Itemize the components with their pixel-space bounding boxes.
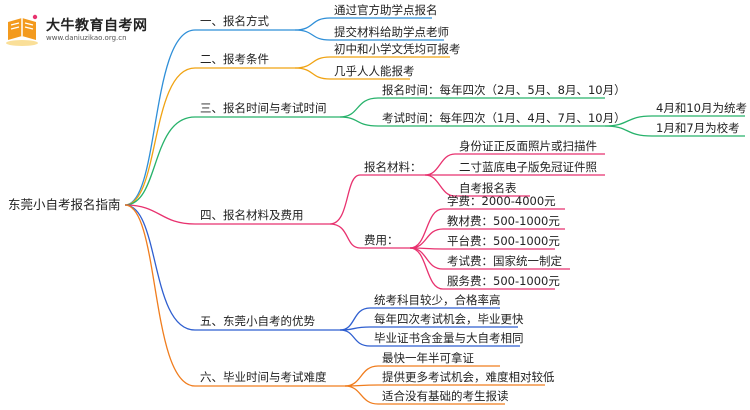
link-b2-c2 — [294, 67, 410, 80]
book-logo-icon — [6, 14, 38, 46]
site-logo[interactable]: 大牛教育自考网 www.daniuzikao.org.cn — [2, 12, 162, 48]
b4-fee-2: 教材费：500-1000元 — [447, 214, 560, 228]
branch-4-label: 四、报名材料及费用 — [200, 208, 304, 222]
b4-fee-5: 服务费：500-1000元 — [447, 274, 560, 288]
link-b3-c2 — [339, 116, 605, 127]
b4-materials-label: 报名材料： — [364, 160, 422, 174]
b6-child-3: 适合没有基础的考生报读 — [382, 389, 509, 403]
b5-child-3: 毕业证书含金量与大自考相同 — [374, 331, 524, 345]
branch-5-label: 五、东莞小自考的优势 — [200, 314, 315, 328]
link-b6-c2 — [344, 384, 545, 387]
link-b5-c1 — [339, 307, 500, 331]
b2-child-2: 几乎人人能报考 — [334, 64, 415, 78]
b4-material-2: 二寸蓝底电子版免冠证件照 — [459, 160, 597, 174]
link-b6-c3 — [344, 385, 505, 405]
root-node: 东莞小自考报名指南 — [8, 197, 121, 212]
link-b3-c2b — [604, 125, 745, 137]
link-b5-c2 — [339, 326, 518, 331]
link-root-b3 — [124, 116, 196, 206]
b3-child-1: 报名时间：每年四次（2月、5月、8月、10月） — [382, 83, 626, 97]
link-root-b2 — [124, 67, 196, 206]
b4-fee-4: 考试费：国家统一制定 — [447, 254, 562, 268]
link-mat-m3 — [424, 174, 530, 197]
b3-child-2: 考试时间：每年四次（1月、4月、7月、10月） — [382, 111, 626, 125]
branch-3-label: 三、报名时间与考试时间 — [200, 101, 327, 115]
link-b4-fee — [329, 223, 410, 249]
link-root-b5 — [124, 204, 196, 331]
b3-child-2b: 1月和7月为校考 — [656, 121, 740, 135]
link-fee-f2 — [409, 228, 565, 249]
b1-child-2: 提交材料给助学点老师 — [334, 25, 449, 39]
b2-child-1: 初中和小学文凭均可报考 — [334, 42, 461, 56]
b4-material-1: 身份证正反面照片或扫描件 — [459, 139, 597, 153]
link-b4-mat — [329, 174, 425, 225]
link-root-b6 — [124, 204, 196, 387]
b5-child-1: 统考科目较少，合格率高 — [374, 293, 501, 307]
link-b1-c1 — [294, 17, 432, 31]
logo-title: 大牛教育自考网 — [46, 18, 148, 34]
logo-url: www.daniuzikao.org.cn — [46, 34, 127, 42]
link-b3-c2a — [604, 115, 745, 127]
link-b1-c2 — [294, 29, 444, 41]
b5-child-2: 每年四次考试机会，毕业更快 — [374, 312, 524, 326]
link-fee-f3 — [409, 247, 555, 250]
b4-material-3: 自考报名表 — [459, 181, 517, 195]
link-root-b4 — [124, 204, 196, 225]
branch-1-label: 一、报名方式 — [200, 14, 269, 28]
link-root-b1 — [124, 29, 196, 206]
b6-child-1: 最快一年半可拿证 — [382, 351, 474, 365]
link-fee-f5 — [409, 247, 555, 290]
b6-child-2: 提供更多考试机会，难度相对较低 — [382, 370, 555, 384]
link-b6-c1 — [344, 365, 500, 387]
b4-fee-3: 平台费：500-1000元 — [447, 234, 560, 248]
b3-child-2a: 4月和10月为统考 — [656, 101, 747, 115]
b4-fee-1: 学费：2000-4000元 — [447, 194, 556, 208]
link-b2-c1 — [294, 56, 450, 69]
b1-child-1: 通过官方助学点报名 — [334, 3, 438, 17]
b4-fee-label: 费用： — [364, 233, 399, 247]
link-mat-m1 — [424, 153, 605, 176]
link-b3-c1 — [339, 97, 605, 118]
branch-6-label: 六、毕业时间与考试难度 — [200, 370, 327, 384]
branch-2-label: 二、报考条件 — [200, 52, 269, 66]
link-b5-c3 — [339, 329, 520, 347]
